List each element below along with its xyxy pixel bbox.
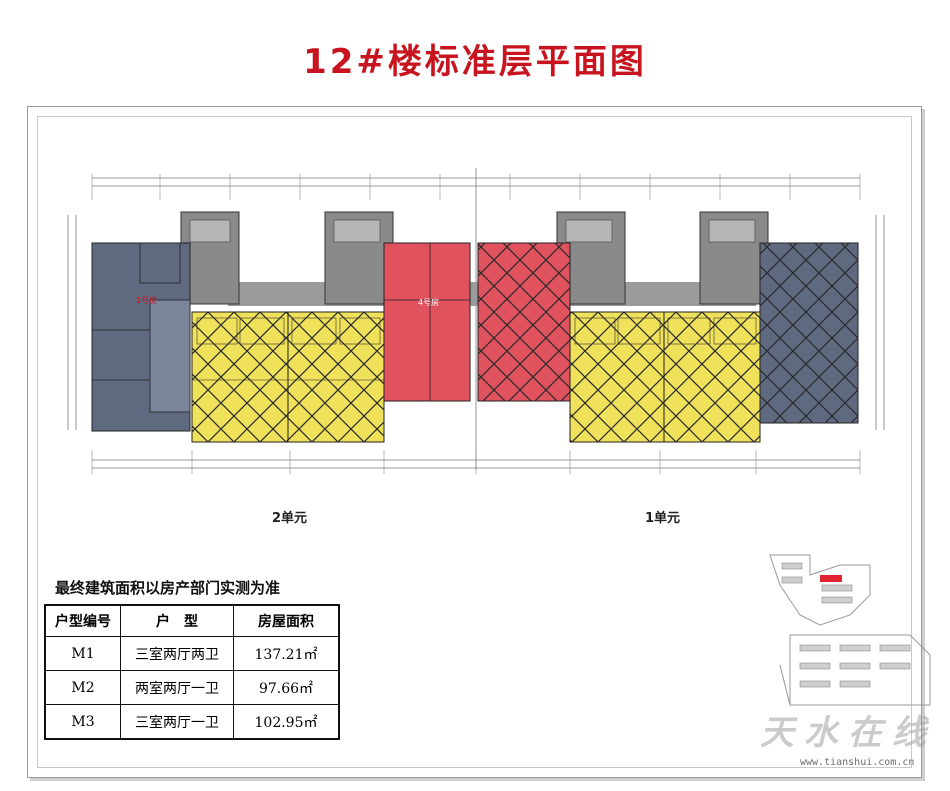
unit-area-table: 户型编号 户 型 房屋面积 M1 三室两厅两卫 137.21㎡ M2 两室两厅一… — [44, 604, 340, 740]
dimension-ticks — [91, 174, 861, 474]
unit-label-2: 2单元 — [272, 511, 308, 526]
stair-core-2 — [324, 211, 394, 305]
svg-text:4号房: 4号房 — [418, 297, 439, 307]
site-plan-thumbnail — [769, 554, 931, 706]
header-area: 房屋面积 — [233, 604, 340, 637]
area-note: 最终建筑面积以房产部门实测为准 — [55, 579, 281, 597]
row-code: M2 — [44, 670, 121, 705]
table-row: M1 三室两厅两卫 137.21㎡ — [44, 636, 340, 671]
unit-red-left: 4号房 — [383, 242, 471, 402]
watermark-url: www.tianshui.com.cn — [800, 757, 915, 768]
stair-core-4 — [699, 211, 769, 305]
row-type: 三室两厅一卫 — [120, 704, 234, 740]
room-details — [196, 317, 757, 345]
row-area: 102.95㎡ — [233, 704, 340, 740]
page-title: 12#楼标准层平面图 — [303, 42, 647, 82]
unit-blue-left: 1号房 — [91, 242, 191, 432]
highlighted-building — [820, 575, 842, 582]
watermark-logo: 天水在线 — [760, 713, 936, 753]
drawing-frame-inner — [37, 116, 912, 768]
header-code: 户型编号 — [44, 604, 121, 637]
unit-blue-right — [759, 242, 859, 424]
table-header-row: 户型编号 户 型 房屋面积 — [44, 604, 340, 637]
unit-yellow-left — [191, 311, 385, 443]
row-code: M1 — [44, 636, 121, 671]
unit-label-1: 1单元 — [645, 511, 681, 526]
table-row: M3 三室两厅一卫 102.95㎡ — [44, 704, 340, 740]
row-type: 两室两厅一卫 — [120, 670, 234, 705]
header-type: 户 型 — [120, 604, 234, 637]
unit-red-right — [477, 242, 571, 402]
unit-yellow-right — [569, 311, 761, 443]
table-row: M2 两室两厅一卫 97.66㎡ — [44, 670, 340, 705]
row-area: 137.21㎡ — [233, 636, 340, 671]
row-type: 三室两厅两卫 — [120, 636, 234, 671]
row-area: 97.66㎡ — [233, 670, 340, 705]
row-code: M3 — [44, 704, 121, 740]
svg-text:1号房: 1号房 — [136, 295, 157, 305]
